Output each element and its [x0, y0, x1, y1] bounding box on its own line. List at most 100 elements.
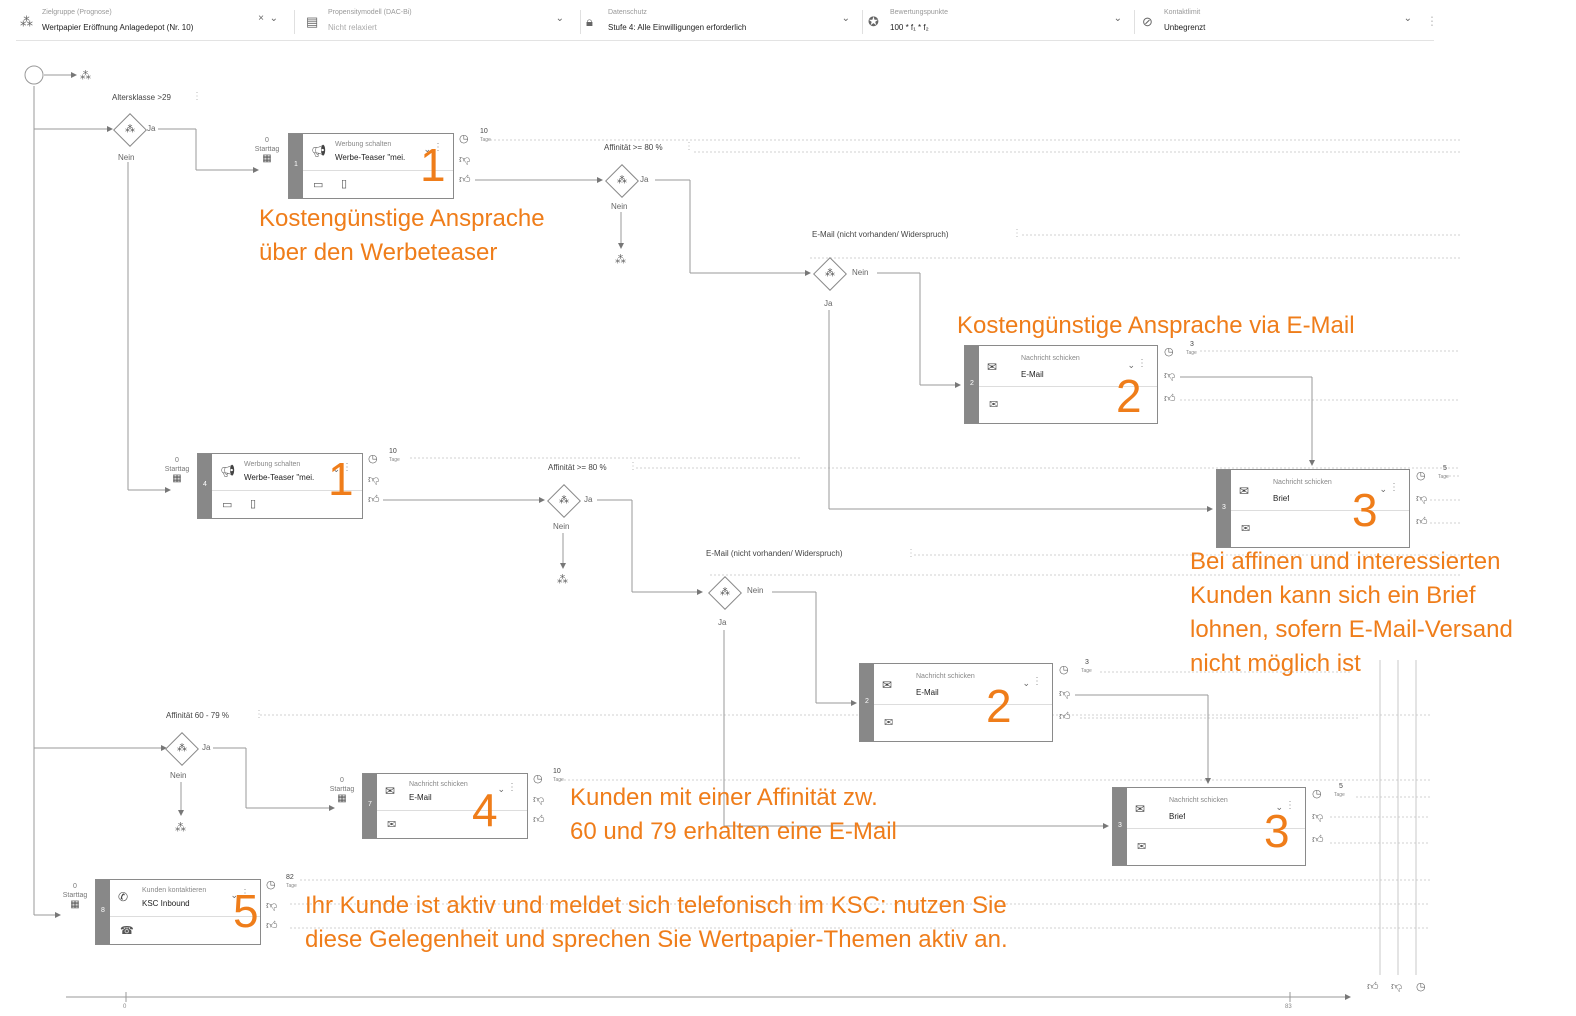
mobile-icon: ▯ — [250, 498, 257, 510]
chevron-down-icon[interactable]: ⌄ — [1113, 13, 1122, 24]
score-value: 100 * f₁ * f₂ — [890, 23, 929, 32]
chevron-down-icon[interactable]: ⌄ — [269, 13, 278, 24]
person-group-icon: ⁂ — [175, 822, 186, 834]
lock-icon: 🔒︎ — [586, 14, 593, 29]
chevron-down-icon[interactable]: ⌄ — [555, 13, 564, 24]
thumbs-up-icon[interactable]: 👍︎ — [1312, 834, 1324, 846]
target-group-icon: ⁂ — [20, 14, 33, 29]
thumbs-up-icon[interactable]: 👍︎ — [1416, 516, 1428, 528]
chevron-down-icon[interactable]: ⌄ — [1127, 360, 1135, 370]
thumbs-up-icon[interactable]: 👍︎ — [1367, 981, 1379, 993]
wait-unit: Tage — [1438, 474, 1449, 480]
chevron-down-icon[interactable]: ⌄ — [1275, 802, 1283, 812]
more-options-icon[interactable]: ⋮ — [1285, 800, 1295, 811]
more-options-icon[interactable]: ⋮ — [507, 782, 517, 793]
condition-email-label: E-Mail (nicht vorhanden/ Widerspruch) — [706, 549, 843, 558]
more-options-icon[interactable]: ⋮ — [1032, 676, 1042, 687]
divider — [212, 490, 362, 491]
more-options-icon[interactable]: ⋮ — [1426, 14, 1438, 28]
clear-icon[interactable]: × — [258, 13, 264, 24]
step-number: 2 — [860, 664, 874, 741]
phone-icon: ✆ — [118, 890, 129, 904]
action-node-email[interactable]: 2 ✉ Nachricht schicken E-Mail ⌄ ⋮ ✉ — [964, 345, 1158, 424]
action-node-email[interactable]: 2 ✉ Nachricht schicken E-Mail ⌄ ⋮ ✉ — [859, 663, 1053, 742]
thumbs-down-icon[interactable]: 👎︎ — [1059, 688, 1071, 700]
more-options-icon[interactable]: ⋮ — [254, 709, 264, 720]
yes-label: Ja — [202, 743, 211, 752]
divider — [979, 386, 1157, 387]
more-options-icon[interactable]: ⋮ — [1389, 482, 1399, 493]
more-options-icon[interactable]: ⋮ — [1137, 358, 1147, 369]
thumbs-down-icon[interactable]: 👎︎ — [1416, 493, 1428, 505]
thumbs-up-icon[interactable]: 👍︎ — [533, 814, 545, 826]
condition-age-label: Altersklasse >29 — [112, 93, 171, 102]
thumbs-up-icon[interactable]: 👍︎ — [368, 494, 380, 506]
action-value: Werbe-Teaser "mei... — [244, 473, 314, 482]
action-node-contact-customer[interactable]: 8 ✆ Kunden kontaktieren KSC Inbound ⌄ ⋮ … — [95, 879, 261, 945]
open-mail-icon: ✉ — [989, 399, 999, 411]
more-options-icon[interactable]: ⋮ — [433, 142, 443, 153]
thumbs-up-icon[interactable]: 👍︎ — [266, 920, 278, 932]
clock-icon: ◷ — [1416, 981, 1426, 993]
chevron-down-icon[interactable]: ⌄ — [1403, 13, 1412, 24]
step-marker-3: 3 — [1352, 484, 1378, 536]
action-node-letter[interactable]: 3 ✉ Nachricht schicken Brief ⌄ ⋮ ✉ — [1112, 787, 1306, 866]
model-value: Nicht relaxiert — [328, 23, 377, 32]
chevron-down-icon[interactable]: ⌄ — [332, 464, 340, 474]
more-options-icon[interactable]: ⋮ — [192, 91, 202, 102]
envelope-icon: ✉ — [882, 678, 893, 692]
thumbs-down-icon[interactable]: 👎︎ — [1164, 370, 1176, 382]
thumbs-down-icon[interactable]: 👎︎ — [533, 794, 545, 806]
no-limit-icon: ⊘ — [1142, 14, 1153, 29]
divider — [110, 916, 260, 917]
clock-icon: ◷ — [1312, 788, 1322, 800]
thumbs-down-icon[interactable]: 👎︎ — [459, 154, 471, 166]
action-value: E-Mail — [409, 793, 432, 802]
more-options-icon[interactable]: ⋮ — [1012, 228, 1022, 239]
more-options-icon[interactable]: ⋮ — [684, 141, 694, 152]
wait-unit: Tage — [1186, 350, 1197, 356]
wait-time: 3 — [1190, 341, 1194, 348]
action-node-email[interactable]: 7 ✉ Nachricht schicken E-Mail ⌄ ⋮ ✉ — [362, 773, 528, 839]
step-marker-4: 4 — [472, 784, 498, 836]
action-node-advertising[interactable]: 4 📢︎ Werbung schalten Werbe-Teaser "mei.… — [197, 453, 363, 519]
condition-email-label: E-Mail (nicht vorhanden/ Widerspruch) — [812, 230, 949, 239]
contact-limit-select[interactable]: ⊘ Kontaktlimit Unbegrenzt ⌄ — [1138, 4, 1420, 40]
thumbs-up-icon[interactable]: 👍︎ — [459, 174, 471, 186]
thumbs-down-icon[interactable]: 👎︎ — [266, 900, 278, 912]
calendar-icon: ▦ — [337, 793, 347, 804]
step-marker-1: 1 — [328, 453, 354, 505]
propensity-model-select[interactable]: ▤ Propensitymodell (DAC-Bi) Nicht relaxi… — [302, 4, 572, 40]
letter-icon: ✉ — [1241, 523, 1251, 535]
thumbs-up-icon[interactable]: 👍︎ — [1059, 711, 1071, 723]
action-node-advertising[interactable]: 1 📢︎ Werbung schalten Werbe-Teaser "mei.… — [288, 133, 454, 199]
action-value: Brief — [1273, 494, 1290, 503]
chevron-down-icon[interactable]: ⌄ — [423, 144, 431, 154]
chevron-down-icon[interactable]: ⌄ — [841, 13, 850, 24]
privacy-select[interactable]: 🔒︎ Datenschutz Stufe 4: Alle Einwilligun… — [582, 4, 858, 40]
desktop-icon: ▭ — [313, 179, 324, 191]
thumbs-down-icon[interactable]: 👎︎ — [1312, 811, 1324, 823]
action-node-letter[interactable]: 3 ✉ Nachricht schicken Brief ⌄ ⋮ ✉ — [1216, 469, 1410, 548]
step-number: 7 — [363, 774, 377, 838]
chevron-down-icon[interactable]: ⌄ — [230, 890, 238, 900]
target-group-select[interactable]: ⁂ Zielgruppe (Prognose) Wertpapier Eröff… — [16, 4, 286, 40]
thumbs-down-icon[interactable]: 👎︎ — [1391, 981, 1403, 993]
thumbs-up-icon[interactable]: 👍︎ — [1164, 393, 1176, 405]
chevron-down-icon[interactable]: ⌄ — [1022, 678, 1030, 688]
action-value: E-Mail — [1021, 370, 1044, 379]
more-options-icon[interactable]: ⋮ — [906, 548, 916, 559]
clock-icon: ◷ — [1416, 470, 1426, 482]
chevron-down-icon[interactable]: ⌄ — [497, 784, 505, 794]
more-options-icon[interactable]: ⋮ — [342, 462, 352, 473]
divider — [1127, 828, 1305, 829]
step-marker-2: 2 — [1116, 370, 1142, 422]
chevron-down-icon[interactable]: ⌄ — [1379, 484, 1387, 494]
award-icon: ✪ — [868, 14, 879, 29]
start-node — [24, 65, 44, 85]
action-value: Brief — [1169, 812, 1186, 821]
thumbs-down-icon[interactable]: 👎︎ — [368, 474, 380, 486]
more-options-icon[interactable]: ⋮ — [628, 461, 638, 472]
more-options-icon[interactable]: ⋮ — [240, 888, 250, 899]
score-select[interactable]: ✪ Bewertungspunkte 100 * f₁ * f₂ ⌄ — [864, 4, 1130, 40]
